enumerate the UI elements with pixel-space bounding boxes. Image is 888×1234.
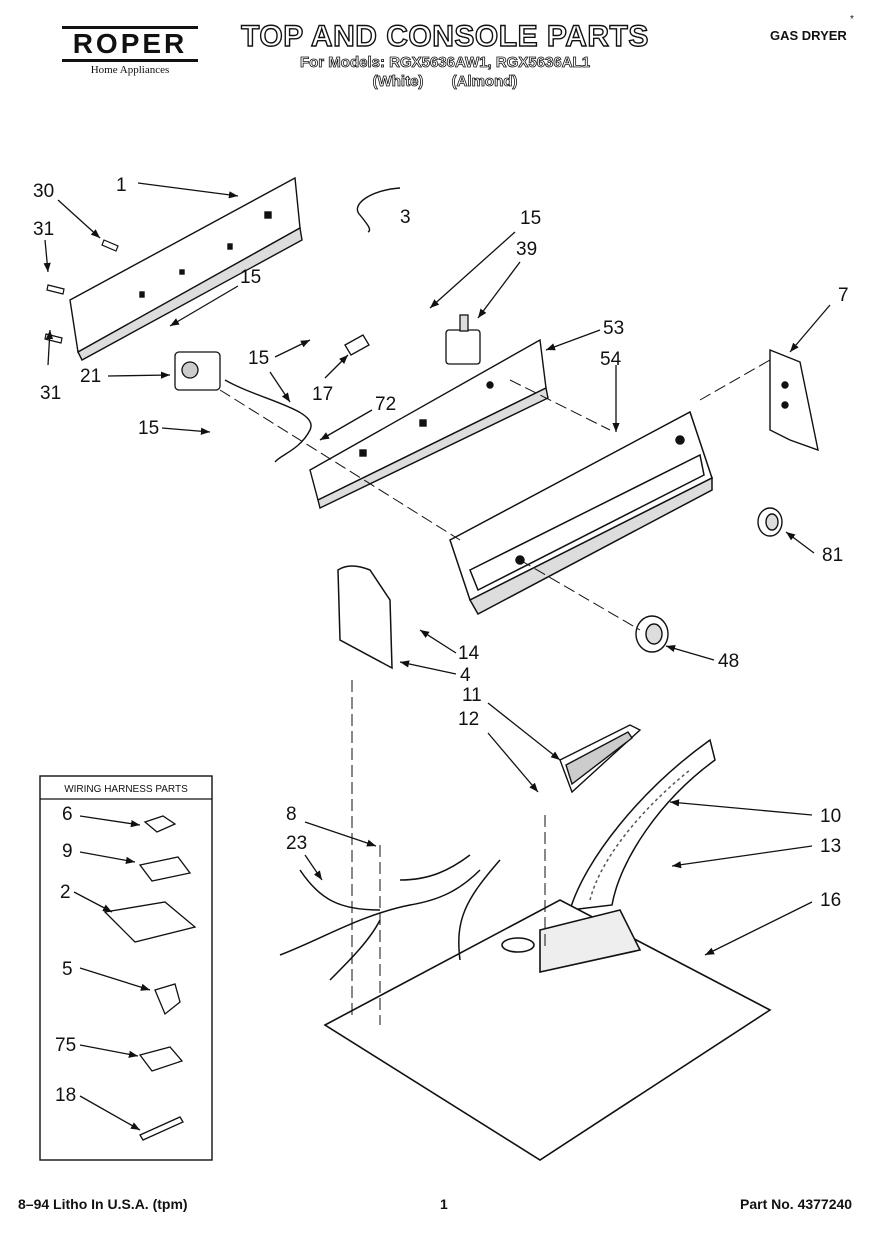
- callout-21: 21: [80, 366, 101, 387]
- wire-part: [356, 187, 401, 233]
- callout-39: 39: [516, 239, 537, 260]
- page-number: 1: [440, 1196, 448, 1212]
- callout-13: 13: [820, 836, 841, 857]
- console-panel-part: [449, 410, 713, 616]
- callout-81: 81: [822, 545, 843, 566]
- callout-15: 15: [248, 348, 269, 369]
- part-number: Part No. 4377240: [740, 1196, 853, 1212]
- callout-leaders: [43, 182, 831, 1131]
- lint-duct-part: [568, 738, 716, 911]
- main-wire-harness-part: [279, 854, 501, 981]
- callout-7: 7: [838, 285, 849, 306]
- callout-11: 11: [462, 685, 482, 706]
- brand-subtitle: Home Appliances: [90, 64, 170, 76]
- end-cap-part: [769, 348, 819, 452]
- callout-15: 15: [138, 418, 159, 439]
- callout-53: 53: [603, 318, 624, 339]
- models-line: For Models: RGX5636AW1, RGX5636AL1: [299, 54, 591, 72]
- connector-part: [344, 334, 370, 356]
- callout-48: 48: [718, 651, 739, 672]
- console-end-part: [337, 565, 393, 670]
- callout-12: 12: [458, 709, 479, 730]
- callout-15: 15: [520, 208, 541, 229]
- callout-15: 15: [240, 267, 261, 288]
- callout-23: 23: [286, 833, 307, 854]
- callout-4: 4: [460, 665, 471, 686]
- brand-name: ROPER: [62, 26, 198, 62]
- roper-logo: ROPER Home Appliances: [62, 26, 198, 76]
- callout-3: 3: [400, 207, 411, 228]
- dryer-top-part: [323, 899, 772, 1161]
- callout-17: 17: [312, 384, 333, 405]
- litho-note: 8–94 Litho In U.S.A. (tpm): [18, 1196, 188, 1212]
- harness-wire-part: [224, 379, 312, 463]
- callout-31: 31: [33, 219, 54, 240]
- alignment-lines: [219, 359, 771, 1025]
- asterisk-mark: *: [850, 14, 854, 25]
- callout-16: 16: [820, 890, 841, 911]
- callout-54: 54: [600, 349, 622, 370]
- timer-part: [174, 351, 221, 391]
- product-type: GAS DRYER: [770, 28, 847, 43]
- callout-72: 72: [375, 394, 396, 415]
- inset-title: WIRING HARNESS PARTS: [64, 784, 188, 795]
- callout-75: 75: [55, 1035, 76, 1056]
- control-panel-bracket-part: [309, 338, 549, 510]
- callout-9: 9: [62, 841, 73, 862]
- lint-screen-part: [559, 724, 642, 794]
- callout-2: 2: [60, 882, 71, 903]
- callout-30: 30: [33, 181, 54, 202]
- callout-6: 6: [62, 804, 73, 825]
- callout-14: 14: [458, 643, 480, 664]
- callout-10: 10: [820, 806, 841, 827]
- callout-31: 31: [40, 383, 61, 404]
- colors-line: (White) (Almond): [372, 73, 518, 91]
- callout-8: 8: [286, 804, 297, 825]
- wiring-harness-inset: [39, 775, 213, 1161]
- switch-part: [445, 314, 481, 365]
- rear-console-bracket-part: [69, 176, 303, 361]
- callout-5: 5: [62, 959, 73, 980]
- page-title: TOP AND CONSOLE PARTS: [240, 19, 649, 53]
- callout-1: 1: [116, 175, 127, 196]
- knob-part: [635, 507, 783, 653]
- callout-18: 18: [55, 1085, 76, 1106]
